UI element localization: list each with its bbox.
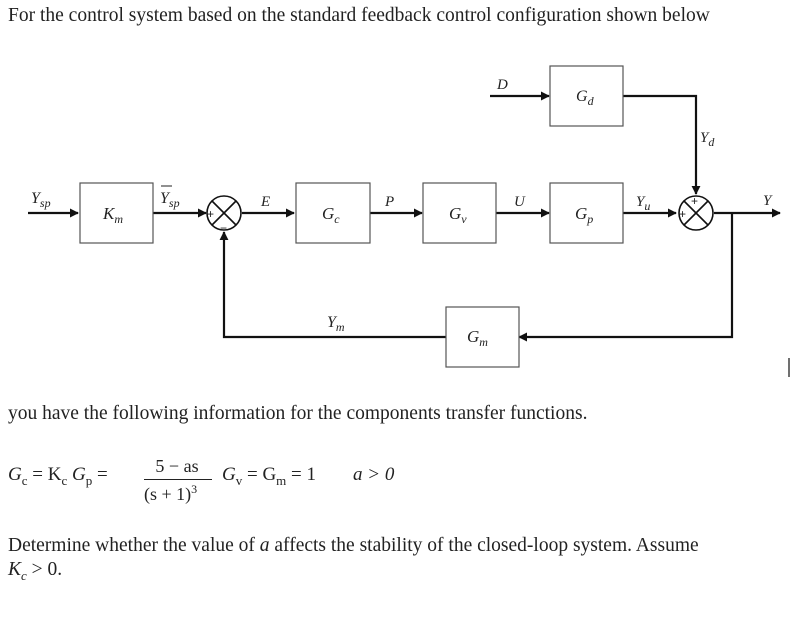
sign-plus-1: + (207, 207, 214, 221)
signal-ysp: Ysp (31, 190, 51, 210)
wire-yd (623, 94, 701, 195)
label-gc: Gc (322, 204, 340, 226)
sign-plus-3: + (691, 194, 698, 208)
formula-gv-gm: Gv = Gm = 1 (222, 464, 317, 488)
signal-ysp-tilde: Ysp (160, 190, 180, 210)
info-text: you have the following information for t… (8, 403, 588, 424)
wire-ym (219, 231, 446, 339)
label-gd: Gd (576, 88, 595, 108)
summing-junction-1 (206, 195, 242, 231)
label-gp: Gp (575, 204, 593, 226)
block-gc (295, 182, 371, 244)
formula-fraction-bar (144, 479, 212, 480)
block-diagram: + − + + Km Gc Gv Gp Gd Gm Ysp Ysp E P U … (28, 65, 790, 377)
block-gd (549, 65, 624, 127)
transfer-function-formula: Gc = Kc Gp = 5 − as (s + 1)3 Gv = Gm = 1… (8, 456, 408, 516)
formula-gc: Gc = Kc Gp = (8, 464, 108, 488)
signal-yd: Yd (700, 130, 715, 149)
label-gm: Gm (467, 327, 488, 349)
signal-y: Y (763, 193, 773, 209)
wire-feedback-out (518, 213, 734, 342)
formula-condition: a > 0 (353, 464, 395, 485)
signal-p: P (384, 194, 394, 210)
label-gv: Gv (449, 204, 467, 226)
label-km: Km (102, 204, 123, 226)
formula-denominator: (s + 1)3 (144, 482, 198, 504)
signal-ym: Ym (327, 314, 345, 334)
question-line-1: Determine whether the value of a affects… (8, 535, 699, 556)
signal-yu: Yu (636, 194, 650, 213)
intro-text: For the control system based on the stan… (8, 5, 710, 26)
question-line-2: Kc > 0. (8, 559, 63, 583)
signal-u: U (514, 194, 526, 210)
block-gv (422, 182, 497, 244)
summing-junction-2 (678, 195, 714, 231)
block-gp (549, 182, 624, 244)
signal-e: E (260, 194, 270, 210)
formula-numerator: 5 − as (155, 456, 199, 476)
block-km (79, 182, 154, 244)
block-gm (445, 306, 520, 368)
sign-plus-2: + (679, 207, 686, 221)
signal-d: D (496, 77, 508, 93)
sign-minus-1: − (220, 221, 227, 235)
